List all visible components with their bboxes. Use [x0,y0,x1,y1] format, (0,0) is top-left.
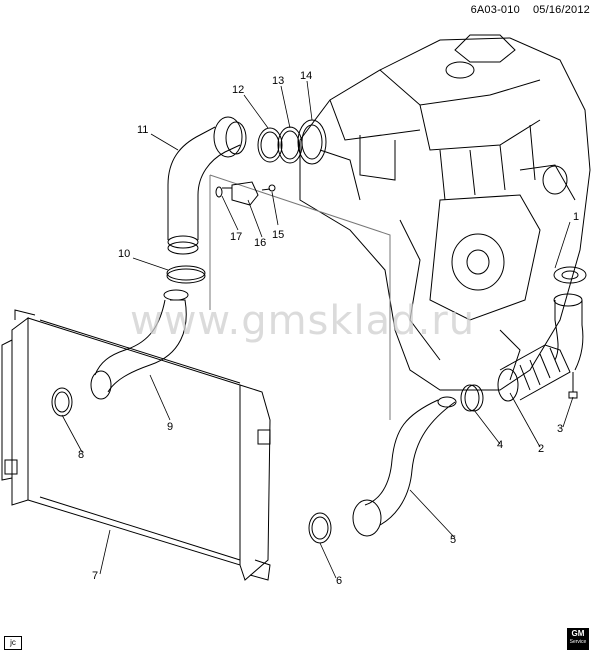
callout-4: 4 [497,439,503,451]
callout-9: 9 [167,421,173,433]
pipe-11 [167,116,247,255]
tube-2 [497,344,571,402]
callout-7: 7 [92,570,98,582]
watermark: www.gmsklad.ru [130,298,476,344]
radiator-frame [209,174,391,420]
callout-labels: 1 2 3 4 5 6 7 8 9 10 11 12 13 14 15 16 1… [78,70,579,587]
callout-1: 1 [573,211,579,223]
engine-assembly [299,34,591,391]
ring-8 [51,387,73,417]
callout-12: 12 [232,84,244,96]
callout-3: 3 [557,423,563,435]
gm-logo-text: GM [571,629,585,638]
charge-air-cooler [1,309,271,581]
bolt-15 [261,184,276,192]
callout-14: 14 [300,70,312,82]
callout-5: 5 [450,534,456,546]
gm-logo-sub: Service [569,639,587,645]
diagram-date: 05/16/2012 [532,4,590,16]
bolt-3 [568,372,578,399]
callout-11: 11 [137,124,148,136]
callout-10: 10 [118,248,130,260]
hose-9 [90,289,189,400]
oring-17 [215,186,223,198]
clamp-10 [166,265,206,284]
callout-8: 8 [78,449,84,461]
diagram-code: 6A03-010 [470,4,520,16]
callout-16: 16 [254,237,266,249]
callout-15: 15 [272,229,284,241]
gm-logo: GM Service [567,628,589,650]
callout-leaders [61,80,574,579]
hose-5 [352,396,457,537]
callout-2: 2 [538,443,544,455]
callout-13: 13 [272,75,284,87]
sensor-16 [222,181,259,206]
callout-6: 6 [336,575,342,587]
clamp-4 [460,384,484,412]
ring-14 [297,119,327,165]
seal-6 [308,512,332,544]
callout-17: 17 [230,231,242,243]
corner-mark-left: jc [4,636,22,650]
seal-12 [257,127,283,163]
elbow-1 [553,266,587,371]
diagram-header: 6A03-010 05/16/2012 [471,4,590,16]
